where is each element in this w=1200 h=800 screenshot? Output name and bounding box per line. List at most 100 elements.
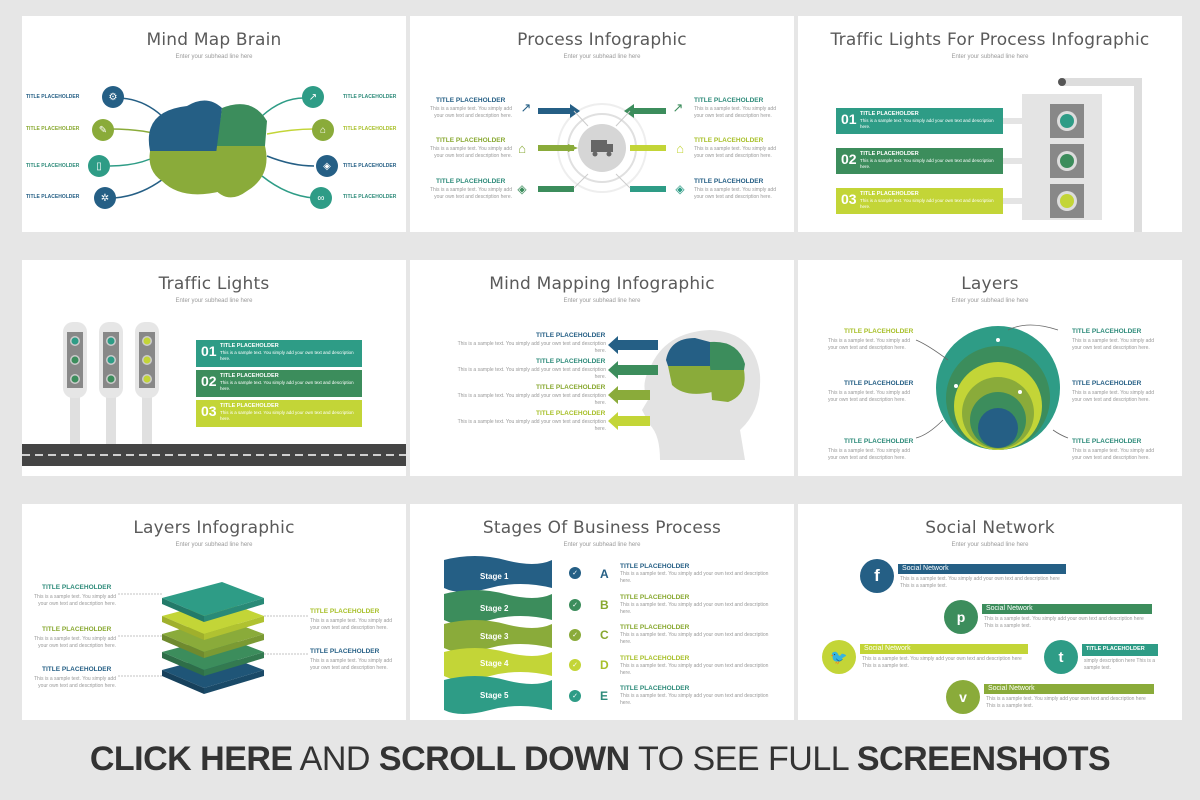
footer-text: AND <box>292 740 379 778</box>
slide-subtitle: Enter your subhead line here <box>175 298 253 304</box>
facebook-icon[interactable]: f <box>860 559 894 593</box>
slide-stages-business-process[interactable]: Stages Of Business Process Enter your su… <box>410 504 794 720</box>
dropbox-icon: ◈ <box>316 155 338 177</box>
slide-subtitle: Enter your subhead line here <box>563 542 641 548</box>
home-icon: ⌂ <box>676 140 684 156</box>
social-bar <box>984 684 1154 694</box>
footer-text: TO SEE FULL <box>629 740 857 778</box>
title-placeholder: TITLE PLACEHOLDER <box>310 648 380 655</box>
social-description: This is a sample text. You simply add yo… <box>986 696 1146 709</box>
footer-click-here[interactable]: CLICK HERE <box>89 740 293 778</box>
sample-text: This is a sample text. You simply add yo… <box>694 106 776 119</box>
pinterest-icon[interactable]: p <box>944 600 978 634</box>
social-bar <box>982 604 1152 614</box>
stage-label: Stage 3 <box>480 632 509 641</box>
sample-text: This is a sample text. You simply add yo… <box>220 410 354 421</box>
dropbox-icon: ◈ <box>517 182 527 196</box>
footer-call-to-action[interactable]: CLICK HERE AND SCROLL DOWN TO SEE FULL S… <box>0 740 1200 779</box>
title-placeholder: TITLE PLACEHOLDER <box>343 126 397 132</box>
title-placeholder: TITLE PLACEHOLDER <box>220 403 279 409</box>
slide-layers[interactable]: Layers Enter your subhead line here TITL… <box>798 260 1182 476</box>
slide-traffic-lights[interactable]: Traffic Lights Enter your subhead line h… <box>22 260 406 476</box>
title-placeholder: TITLE PLACEHOLDER <box>536 358 606 365</box>
slide-title: Traffic Lights For Process Infographic <box>830 30 1150 50</box>
sample-text: This is a sample text. You simply add yo… <box>1072 390 1154 403</box>
title-placeholder: TITLE PLACEHOLDER <box>220 343 279 349</box>
step-number: 02 <box>841 151 857 167</box>
vimeo-icon[interactable]: v <box>946 680 980 714</box>
stage-letter: B <box>600 598 609 612</box>
mind-map-brain-graphic <box>109 97 315 199</box>
sample-text: This is a sample text. You simply add yo… <box>1072 448 1154 461</box>
sample-text: This is a sample text. You simply add yo… <box>620 602 769 615</box>
title-placeholder: TITLE PLACEHOLDER <box>343 163 397 169</box>
traffic-step-bar: 01 TITLE PLACEHOLDER This is a sample te… <box>196 340 362 367</box>
check-icon: ✓ <box>569 629 581 641</box>
title-placeholder: TITLE PLACEHOLDER <box>310 608 380 615</box>
stage-letter: E <box>600 689 609 703</box>
phone-icon: ▯ <box>88 155 110 177</box>
traffic-step-bar: 03 TITLE PLACEHOLDER This is a sample te… <box>196 400 362 427</box>
head-brain-graphic <box>608 330 761 460</box>
title-placeholder: TITLE PLACEHOLDER <box>694 178 764 185</box>
sample-text: This is a sample text. You simply add yo… <box>860 198 994 209</box>
process-step-bar: 02 TITLE PLACEHOLDER This is a sample te… <box>836 148 1003 174</box>
sample-text: This is a sample text. You simply add yo… <box>860 158 994 169</box>
sample-text: This is a sample text. You simply add yo… <box>310 658 392 671</box>
home-icon: ⌂ <box>518 140 526 156</box>
link-icon: ∞ <box>310 187 332 209</box>
social-bar <box>860 644 1028 654</box>
process-graphic <box>538 103 666 193</box>
slide-process-infographic[interactable]: Process Infographic Enter your subhead l… <box>410 16 794 232</box>
tumblr-icon[interactable]: t <box>1044 640 1078 674</box>
title-placeholder: TITLE PLACEHOLDER <box>860 111 919 117</box>
slide-title: Mind Mapping Infographic <box>489 274 715 294</box>
title-placeholder: TITLE PLACEHOLDER <box>620 563 690 570</box>
title-placeholder: TITLE PLACEHOLDER <box>860 191 919 197</box>
social-bar <box>898 564 1066 574</box>
title-placeholder: TITLE PLACEHOLDER <box>26 94 80 100</box>
title-placeholder: TITLE PLACEHOLDER <box>1072 380 1142 387</box>
slide-title: Traffic Lights <box>158 274 270 294</box>
title-placeholder: TITLE PLACEHOLDER <box>536 384 606 391</box>
sample-text: This is a sample text. You simply add yo… <box>457 419 606 432</box>
slide-title: Mind Map Brain <box>146 30 282 50</box>
slide-traffic-lights-process[interactable]: Traffic Lights For Process Infographic E… <box>798 16 1182 232</box>
stage-label: Stage 1 <box>480 572 509 581</box>
footer-screenshots: SCREENSHOTS <box>856 740 1111 778</box>
external-link-icon: ↗ <box>302 86 324 108</box>
layers-circles-graphic <box>915 324 1069 450</box>
slide-layers-infographic[interactable]: Layers Infographic Enter your subhead li… <box>22 504 406 720</box>
title-placeholder: TITLE PLACEHOLDER <box>1086 646 1145 652</box>
sample-text: This is a sample text. You simply add yo… <box>860 118 994 129</box>
slide-subtitle: Enter your subhead line here <box>951 54 1029 60</box>
social-description: This is a sample text. You simply add yo… <box>900 576 1060 589</box>
sample-text: This is a sample text. You simply add yo… <box>310 618 392 631</box>
title-placeholder: TITLE PLACEHOLDER <box>1072 328 1142 335</box>
slide-subtitle: Enter your subhead line here <box>563 298 641 304</box>
sample-text: This is a sample text. You simply add yo… <box>828 338 910 351</box>
traffic-step-bar: 02 TITLE PLACEHOLDER This is a sample te… <box>196 370 362 397</box>
wave-stages-graphic <box>444 556 552 714</box>
title-placeholder: TITLE PLACEHOLDER <box>620 655 690 662</box>
social-label: Social Network <box>986 605 1033 612</box>
step-number: 03 <box>841 191 857 207</box>
slide-subtitle: Enter your subhead line here <box>951 298 1029 304</box>
title-placeholder: TITLE PLACEHOLDER <box>42 666 112 673</box>
title-placeholder: TITLE PLACEHOLDER <box>436 137 506 144</box>
twitter-icon[interactable]: 🐦 <box>822 640 856 674</box>
slide-title: Layers Infographic <box>133 518 295 538</box>
process-step-bar: 01 TITLE PLACEHOLDER This is a sample te… <box>836 108 1003 134</box>
stage-label: Stage 5 <box>480 691 509 700</box>
sample-text: This is a sample text. You simply add yo… <box>430 146 512 159</box>
step-number: 02 <box>201 373 217 389</box>
title-placeholder: TITLE PLACEHOLDER <box>694 137 764 144</box>
title-placeholder: TITLE PLACEHOLDER <box>220 373 279 379</box>
sample-text: This is a sample text. You simply add yo… <box>457 393 606 406</box>
slide-social-network[interactable]: Social Network Enter your subhead line h… <box>798 504 1182 720</box>
title-placeholder: TITLE PLACEHOLDER <box>42 584 112 591</box>
slide-title: Process Infographic <box>517 30 687 50</box>
external-link-icon: ↗ <box>672 100 684 115</box>
slide-mind-mapping-infographic[interactable]: Mind Mapping Infographic Enter your subh… <box>410 260 794 476</box>
slide-mind-map-brain[interactable]: Mind Map Brain Enter your subhead line h… <box>22 16 406 232</box>
